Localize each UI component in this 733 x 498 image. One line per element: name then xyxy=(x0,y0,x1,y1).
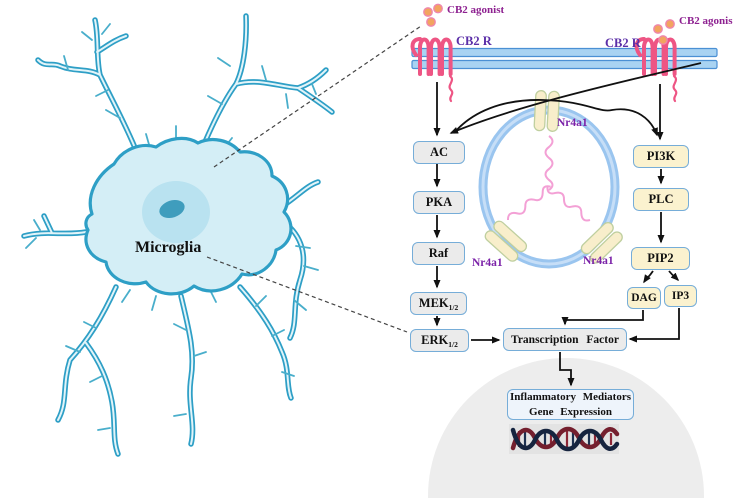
outcome-line2: Gene Expression xyxy=(529,405,612,418)
cb2-agonist-label-right: CB2 agonist xyxy=(679,15,733,27)
node-mek-sub: 1/2 xyxy=(448,303,459,312)
arrow-tf-outcome xyxy=(559,352,575,387)
node-ip3: IP3 xyxy=(664,285,697,307)
arrow-pip2-ip3 xyxy=(668,270,680,282)
node-pip2: PIP2 xyxy=(631,247,690,270)
node-mek-label: MEK xyxy=(418,296,449,310)
node-pka: PKA xyxy=(413,191,465,214)
node-pi3k-label: PI3K xyxy=(646,149,676,163)
node-raf: Raf xyxy=(412,242,465,265)
microglia-label: Microglia xyxy=(135,239,202,256)
arrow-ip3-tf xyxy=(628,308,680,343)
dna-helix xyxy=(509,424,620,454)
mrna-squiggle-left xyxy=(544,183,594,224)
node-dag: DAG xyxy=(627,287,661,309)
callout-lines xyxy=(206,25,422,333)
nr4a1-vesicle xyxy=(478,89,626,269)
node-ac: AC xyxy=(413,141,465,164)
arrow-dag-tf xyxy=(561,310,644,326)
node-pka-label: PKA xyxy=(425,195,453,209)
nr4a1-label-bottom-right: Nr4a1 xyxy=(583,255,614,267)
node-plc: PLC xyxy=(633,188,689,211)
nr4a1-label-top: Nr4a1 xyxy=(557,117,588,129)
outcome-line1: Inflammatory Mediators xyxy=(509,391,631,404)
cb2r-label-right: CB2 R xyxy=(605,36,641,50)
node-dag-label: DAG xyxy=(631,292,657,304)
node-ip3-label: IP3 xyxy=(671,290,690,302)
cb2r-label-left: CB2 R xyxy=(456,34,492,48)
mrna-squiggle-top xyxy=(544,135,554,191)
node-raf-label: Raf xyxy=(428,246,449,260)
transcription-factor-label: Transcription Factor xyxy=(511,333,619,346)
node-erk-sub: 1/2 xyxy=(448,340,458,349)
cb2-agonist-molecules-left xyxy=(423,3,443,27)
node-erk-label: ERK xyxy=(421,333,449,347)
microglia-cell xyxy=(21,13,335,457)
node-pi3k: PI3K xyxy=(633,145,689,168)
transcription-factor-box: Transcription Factor xyxy=(503,328,627,351)
nr4a1-label-bottom-left: Nr4a1 xyxy=(472,257,503,269)
arrow-receptor-right-to-ac-curve xyxy=(449,62,702,134)
gene-expression-box: Inflammatory Mediators Gene Expression xyxy=(507,389,634,420)
microglia-nucleolus xyxy=(159,199,185,219)
plasma-membrane xyxy=(411,47,718,70)
mrna-squiggle-right xyxy=(504,183,554,224)
cb2-agonist-molecules-right xyxy=(653,19,675,45)
node-plc-label: PLC xyxy=(648,192,674,206)
callout-line-bottom xyxy=(206,256,408,333)
arrow-channel-to-pi3k-curve xyxy=(453,99,658,137)
arrow-pip2-dag xyxy=(643,270,654,284)
cb2-agonist-label-left: CB2 agonist xyxy=(447,4,505,16)
node-ac-label: AC xyxy=(429,145,449,159)
signal-arrows xyxy=(433,62,702,387)
node-pip2-label: PIP2 xyxy=(647,251,674,265)
